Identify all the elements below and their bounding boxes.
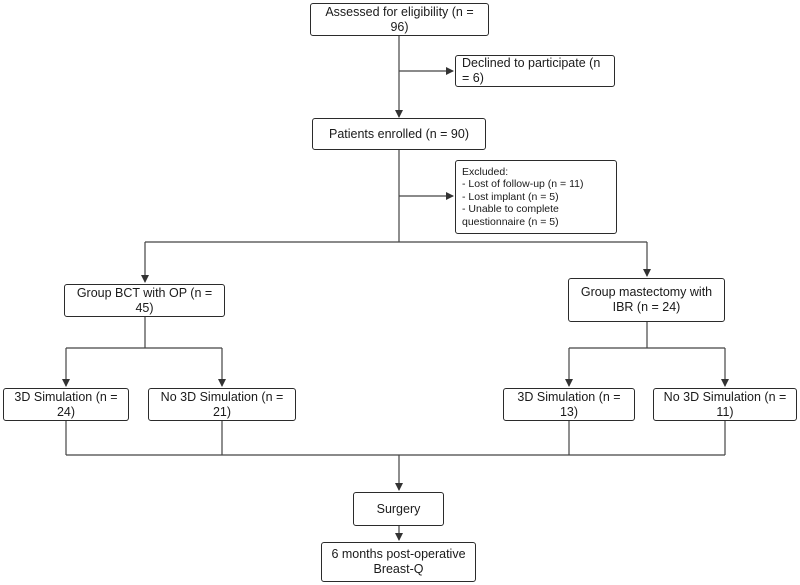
group-mastectomy-box: Group mastectomy with IBR (n = 24) (568, 278, 725, 322)
group-bct-label: Group BCT with OP (n = 45) (76, 285, 213, 315)
bct-no-3d-sim-box: No 3D Simulation (n = 21) (148, 388, 296, 421)
enrolled-label: Patients enrolled (n = 90) (328, 126, 469, 141)
declined-box: Declined to participate (n = 6) (455, 55, 615, 87)
postop-label-line1: 6 months post-operative (331, 547, 466, 561)
surgery-box: Surgery (353, 492, 444, 526)
postop-label-line2: Breast-Q (373, 562, 424, 576)
bct-3d-sim-label: 3D Simulation (n = 24) (14, 389, 118, 419)
enrolled-box: Patients enrolled (n = 90) (312, 118, 486, 150)
mast-3d-sim-box: 3D Simulation (n = 13) (503, 388, 635, 421)
mast-no-3d-sim-box: No 3D Simulation (n = 11) (653, 388, 797, 421)
bct-3d-sim-box: 3D Simulation (n = 24) (3, 388, 129, 421)
assessed-box: Assessed for eligibility (n = 96) (310, 3, 489, 36)
mast-3d-sim-label: 3D Simulation (n = 13) (517, 389, 621, 419)
excluded-item: questionnaire (n = 5) (462, 215, 559, 228)
excluded-item: - Lost of follow-up (n = 11) (462, 178, 584, 191)
excluded-title: Excluded: (462, 166, 509, 178)
mast-no-3d-sim-label: No 3D Simulation (n = 11) (663, 389, 787, 419)
group-mastectomy-label-line1: Group mastectomy with (580, 285, 713, 299)
group-bct-box: Group BCT with OP (n = 45) (64, 284, 225, 317)
excluded-item: - Unable to complete (462, 203, 559, 216)
excluded-item: - Lost implant (n = 5) (462, 190, 559, 203)
postop-box: 6 months post-operative Breast-Q (321, 542, 476, 582)
surgery-label: Surgery (376, 501, 421, 516)
declined-label: Declined to participate (n = 6) (462, 56, 601, 85)
group-mastectomy-label-line2: IBR (n = 24) (612, 300, 681, 314)
excluded-box: Excluded: - Lost of follow-up (n = 11) -… (455, 160, 617, 234)
bct-no-3d-sim-label: No 3D Simulation (n = 21) (160, 389, 284, 419)
assessed-label: Assessed for eligibility (n = 96) (325, 4, 474, 34)
